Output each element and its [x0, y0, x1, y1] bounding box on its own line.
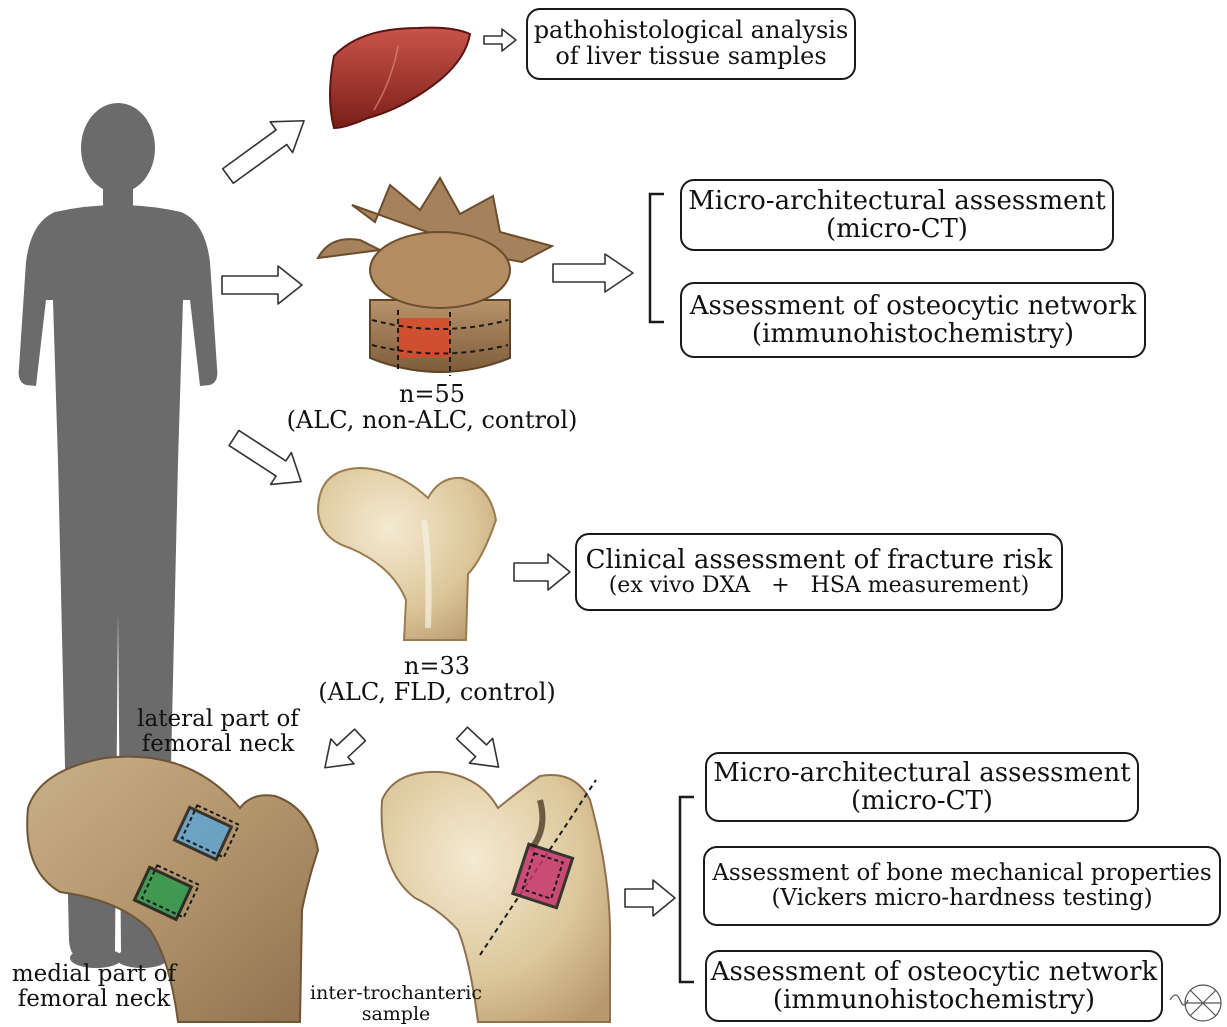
section-micro-ct-box: Micro-architectural assessment (micro-CT… [705, 752, 1139, 822]
liver-box-line2: of liver tissue samples [555, 44, 826, 70]
bracket-vertebra [650, 194, 664, 322]
vertebra-n: n=55 [272, 382, 592, 408]
outline-arrow-icon [450, 721, 510, 780]
outline-arrow-icon [553, 254, 633, 292]
outline-arrow-icon [484, 29, 516, 51]
femur-sample-caption: n=33 (ALC, FLD, control) [302, 654, 572, 706]
vertebra-osteocytic-line2: (immunohistochemistry) [752, 320, 1074, 348]
section-micro-ct-line2: (micro-CT) [851, 787, 993, 815]
liver-icon [330, 28, 470, 128]
outline-arrow-icon [217, 105, 315, 191]
outline-arrow-icon [313, 723, 371, 781]
bracket-femur-section [680, 797, 694, 982]
section-micro-ct-line1: Micro-architectural assessment [713, 759, 1131, 787]
medial-line2: femoral neck [4, 987, 184, 1012]
vertebra-micro-ct-box: Micro-architectural assessment (micro-CT… [680, 179, 1114, 251]
vertebra-groups: (ALC, non-ALC, control) [272, 408, 592, 434]
mechanical-line1: Assessment of bone mechanical properties [712, 861, 1211, 886]
medial-line1: medial part of [4, 962, 184, 987]
liver-analysis-box: pathohistological analysis of liver tiss… [526, 8, 856, 80]
signature-icon [1170, 985, 1221, 1021]
vertebra-osteocytic-box: Assessment of osteocytic network (immuno… [680, 282, 1146, 358]
inter-line1: inter-trochanteric [296, 983, 496, 1004]
lateral-line2: femoral neck [118, 732, 318, 757]
vertebra-micro-ct-line1: Micro-architectural assessment [688, 187, 1106, 215]
femur-groups: (ALC, FLD, control) [302, 680, 572, 706]
outline-arrow-icon [625, 880, 675, 916]
outline-arrow-icon [514, 554, 570, 590]
vertebra-icon [318, 178, 552, 376]
vertebra-osteocytic-line1: Assessment of osteocytic network [690, 292, 1137, 320]
section-osteocytic-box: Assessment of osteocytic network (immuno… [705, 950, 1163, 1022]
mechanical-line2: (Vickers micro-hardness testing) [771, 886, 1152, 911]
section-osteocytic-line2: (immunohistochemistry) [773, 986, 1095, 1014]
outline-arrow-icon [222, 266, 302, 304]
fracture-risk-box: Clinical assessment of fracture risk (ex… [575, 533, 1063, 611]
vertebra-micro-ct-line2: (micro-CT) [826, 215, 968, 243]
lateral-line1: lateral part of [118, 707, 318, 732]
medial-part-label: medial part of femoral neck [4, 962, 184, 1012]
lateral-part-label: lateral part of femoral neck [118, 707, 318, 757]
liver-box-line1: pathohistological analysis [534, 18, 849, 44]
fracture-risk-line1: Clinical assessment of fracture risk [586, 546, 1053, 574]
femur-icon [318, 468, 496, 640]
femur-n: n=33 [302, 654, 572, 680]
inter-trochanteric-label: inter-trochanteric sample [296, 983, 496, 1024]
fracture-risk-line2: (ex vivo DXA + HSA measurement) [609, 574, 1030, 598]
mechanical-properties-box: Assessment of bone mechanical properties… [703, 846, 1221, 926]
vertebra-sample-caption: n=55 (ALC, non-ALC, control) [272, 382, 592, 434]
section-osteocytic-line1: Assessment of osteocytic network [711, 958, 1158, 986]
inter-line2: sample [296, 1004, 496, 1025]
